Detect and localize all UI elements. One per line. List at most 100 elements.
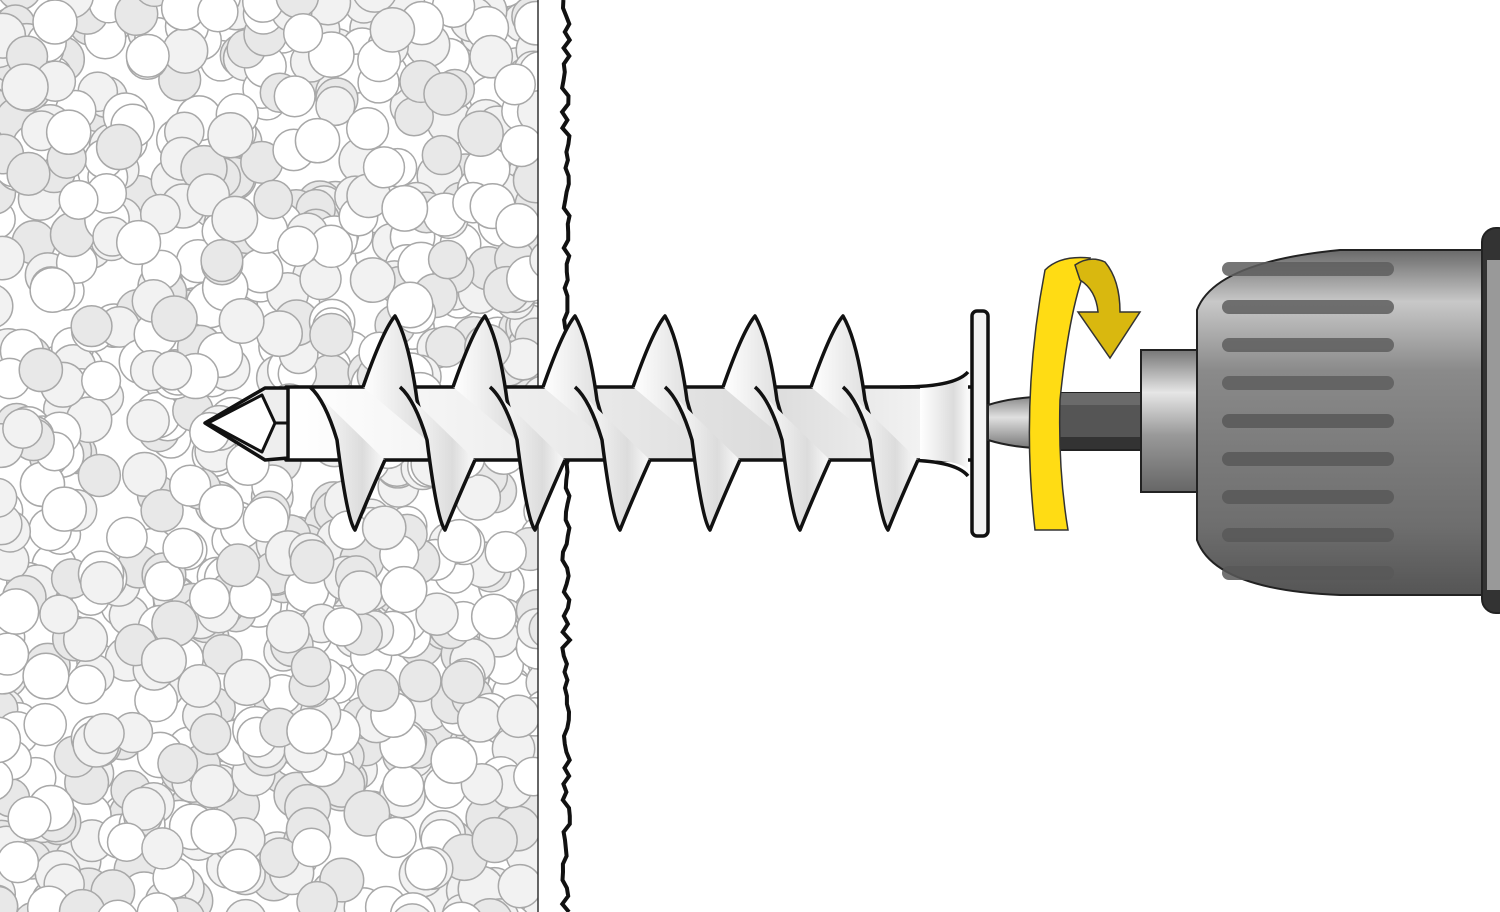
- screw-thread: [488, 385, 567, 532]
- insulation-bead: [125, 33, 170, 78]
- insulation-bead: [469, 34, 514, 79]
- insulation-bead: [140, 637, 187, 684]
- insulation-bead: [286, 707, 333, 755]
- screw-thread: [398, 385, 477, 532]
- insulation-bead: [150, 295, 198, 343]
- insulation-bead: [106, 822, 147, 862]
- insulation-bead: [162, 527, 204, 569]
- screw-thread: [841, 385, 920, 532]
- insulation-bead: [121, 451, 168, 498]
- insulation-bead: [197, 0, 239, 33]
- insulation-bead: [529, 243, 538, 277]
- chuck-grip-groove: [1222, 452, 1394, 466]
- insulation-bead: [29, 267, 76, 314]
- insulation-bead: [66, 664, 107, 705]
- drill-bit: [987, 392, 1143, 451]
- insulation-bead: [394, 903, 430, 912]
- insulation-bead: [528, 611, 538, 646]
- insulation-bead: [430, 736, 478, 785]
- screw-thread: [753, 385, 832, 532]
- insulation-bead: [2, 408, 43, 449]
- chuck-grip-groove: [1222, 490, 1394, 504]
- insulation-bead: [277, 225, 319, 267]
- insulation-bead: [0, 840, 40, 884]
- chuck-grip-groove: [1222, 376, 1394, 390]
- insulation-bead: [0, 885, 19, 912]
- chuck-grip-groove: [1222, 414, 1394, 428]
- insulation-bead: [7, 795, 52, 841]
- chuck-grip-groove: [1222, 566, 1394, 580]
- insulation-bead: [218, 297, 265, 345]
- insulation-bead: [253, 179, 294, 220]
- insulation-layer: [0, 0, 538, 912]
- insulation-bead: [58, 179, 99, 220]
- insulation-bead: [282, 13, 324, 54]
- insulation-bead: [381, 184, 429, 232]
- screw-flange: [970, 309, 990, 538]
- chuck-collar: [1140, 349, 1202, 493]
- insulation-bead: [242, 496, 289, 543]
- insulation-bead: [70, 304, 113, 348]
- insulation-bead: [95, 123, 143, 171]
- insulation-bead: [157, 743, 199, 785]
- insulation-bead: [289, 539, 335, 584]
- insulation-bead: [41, 486, 88, 532]
- insulation-bead: [345, 106, 390, 151]
- insulation-bead: [440, 660, 485, 705]
- insulation-bead: [1, 63, 49, 111]
- insulation-bead: [421, 134, 463, 176]
- insulation-bead: [0, 716, 22, 764]
- insulation-bead: [144, 560, 185, 602]
- insulation-bead: [513, 756, 538, 797]
- insulation-bead: [265, 609, 310, 654]
- insulation-bead: [6, 151, 51, 196]
- insulation-bead: [136, 892, 179, 912]
- screw-anchor: [203, 309, 990, 538]
- insulation-bead: [168, 464, 212, 507]
- insulation-bead: [493, 63, 536, 106]
- chuck-grip-groove: [1222, 528, 1394, 542]
- insulation-bead: [0, 477, 18, 518]
- chuck-grip-groove: [1222, 262, 1394, 276]
- insulation-bead: [398, 659, 442, 703]
- insulation-bead: [97, 899, 138, 912]
- insulation-bead: [189, 713, 232, 756]
- insulation-bead: [437, 518, 482, 564]
- insulation-bead: [380, 565, 428, 614]
- insulation-bead: [382, 764, 425, 808]
- insulation-bead: [62, 616, 109, 663]
- insulation-bead: [369, 7, 416, 53]
- insulation-bead: [22, 652, 70, 700]
- insulation-bead: [177, 664, 222, 708]
- insulation-bead: [500, 124, 538, 168]
- insulation-bead: [322, 606, 363, 647]
- insulation-bead: [190, 808, 237, 855]
- chuck-grip-groove: [1222, 338, 1394, 352]
- insulation-bead: [223, 658, 271, 707]
- insulation-bead: [349, 257, 396, 304]
- insulation-bead: [386, 281, 434, 329]
- chuck-grip-groove: [1222, 300, 1394, 314]
- insulation-bead: [497, 863, 538, 909]
- insulation-bead: [115, 219, 162, 266]
- insulation-bead: [468, 898, 512, 912]
- insulation-bead: [423, 71, 468, 116]
- insulation-bead: [0, 285, 14, 327]
- insulation-bead: [18, 347, 64, 393]
- insulation-bead: [456, 696, 504, 743]
- insulation-bead: [415, 592, 459, 636]
- screw-thread: [308, 385, 387, 532]
- insulation-bead: [362, 146, 406, 189]
- insulation-bead: [0, 760, 14, 800]
- screw-thread: [573, 385, 652, 532]
- insulation-bead: [45, 109, 92, 156]
- insulation-bead: [471, 816, 518, 864]
- insulation-bead: [441, 901, 481, 912]
- insulation-bead: [513, 0, 538, 46]
- insulation-bead: [198, 484, 245, 530]
- insulation-bead: [83, 712, 125, 755]
- insulation-bead: [273, 75, 316, 118]
- insulation-bead: [225, 898, 266, 912]
- rotation-arrow-icon: [1028, 256, 1142, 531]
- insulation-bead: [141, 827, 184, 870]
